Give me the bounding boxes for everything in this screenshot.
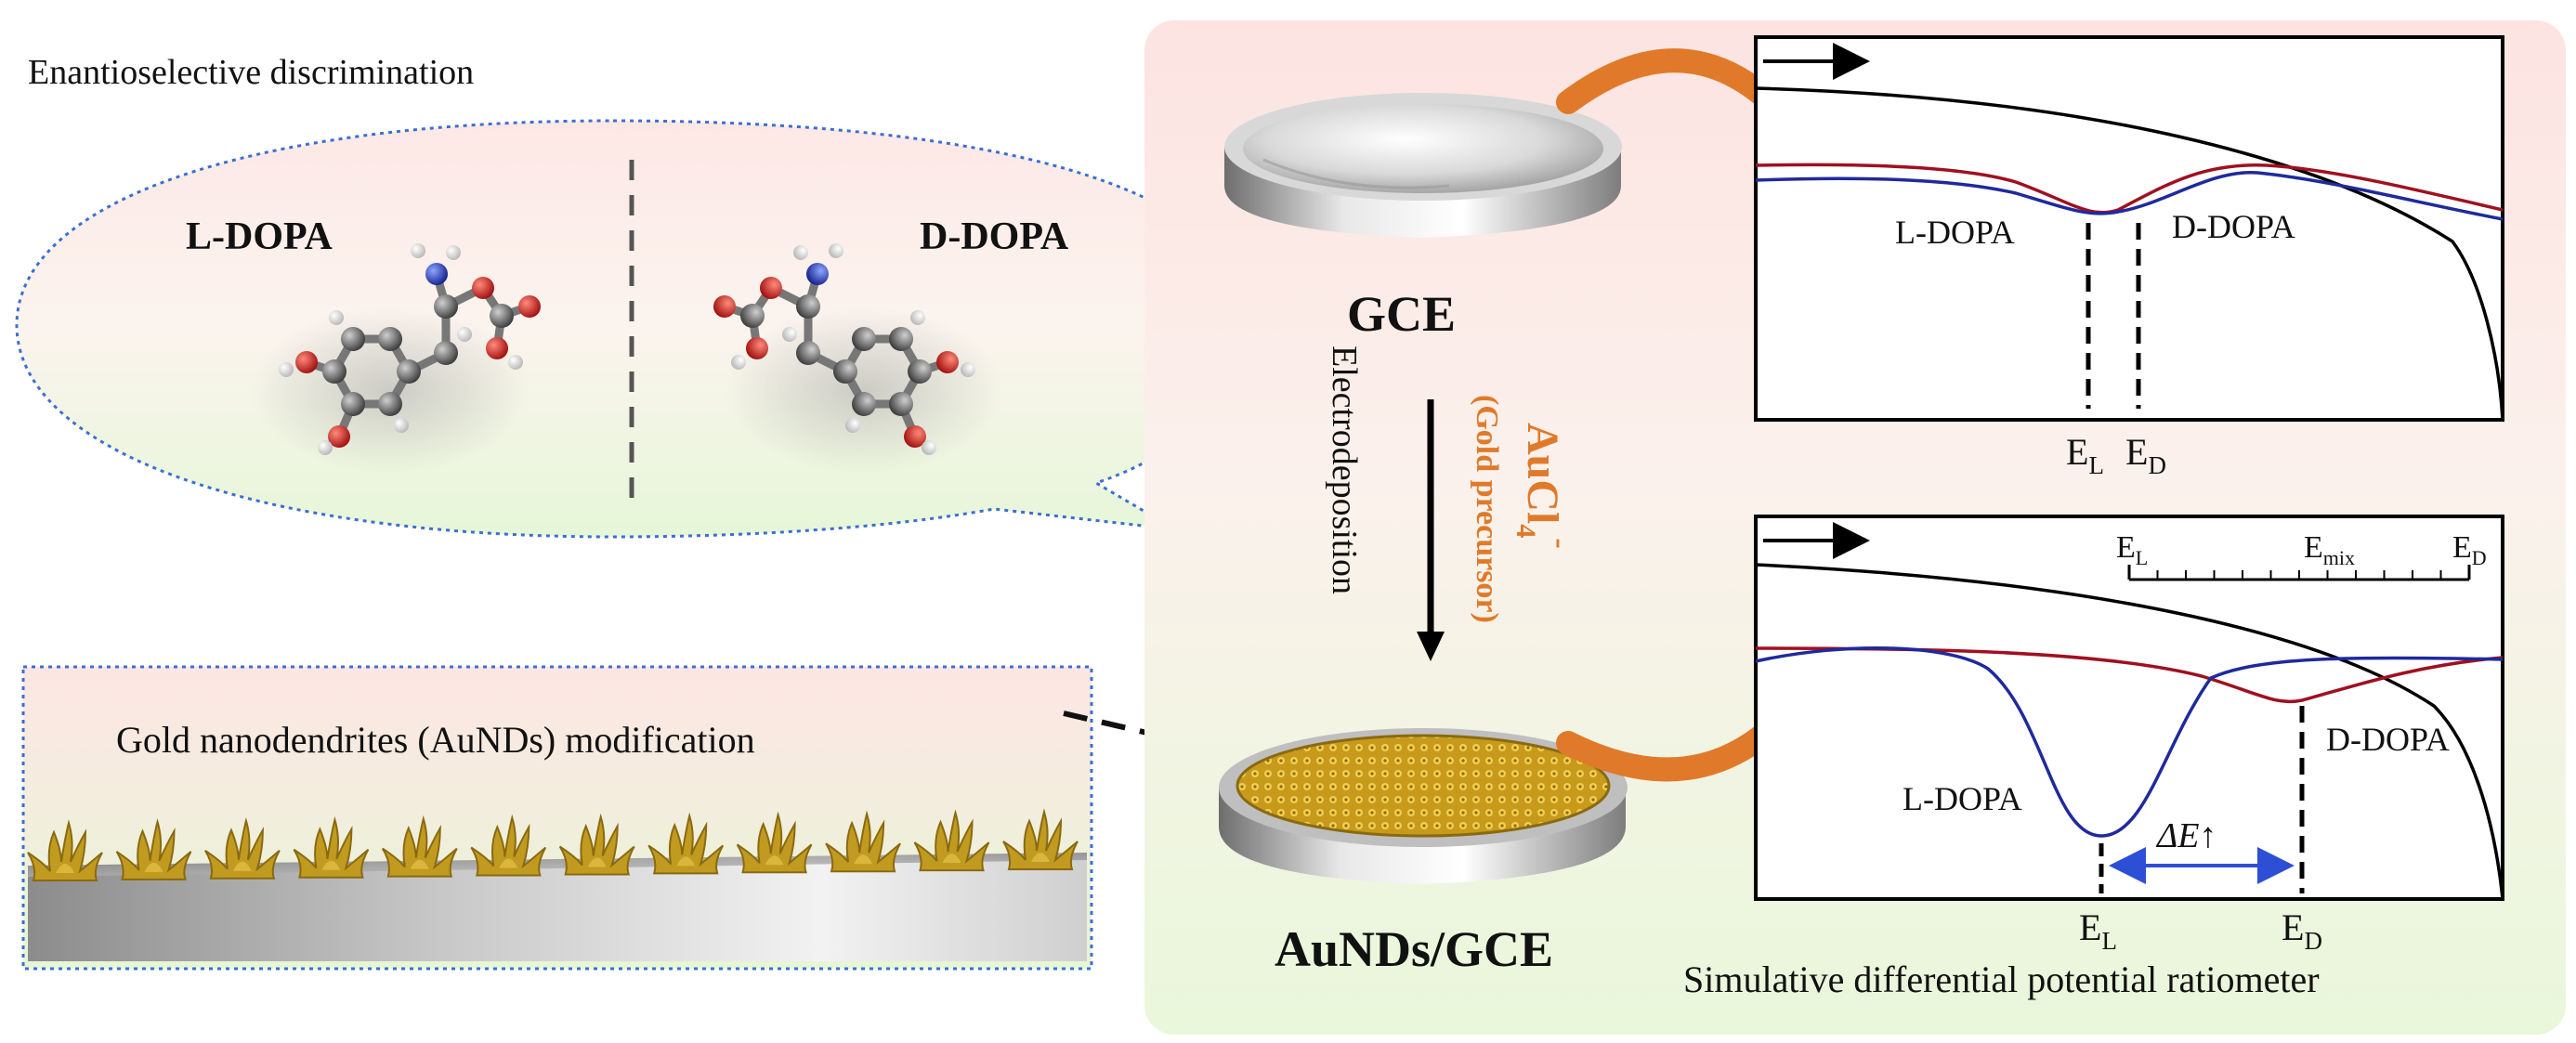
top-l-dopa-label: L-DOPA — [1895, 214, 2015, 251]
top-l-curve — [1755, 171, 2504, 221]
electrodeposition-label: Electrodeposition — [1325, 345, 1364, 594]
process-arrow-head — [1417, 632, 1445, 661]
reagent-formula: AuCl — [1518, 423, 1567, 524]
bottom-el-label: EL — [2079, 906, 2117, 955]
d-dopa-molecule-model — [713, 243, 1003, 474]
heading-text: Enantioselective discrimination — [28, 53, 474, 92]
top-d-dopa-label: D-DOPA — [2172, 208, 2295, 245]
substrate-slab — [28, 853, 1087, 961]
scale-el-label: EL — [2116, 530, 2148, 569]
svg-text:AuCl4-: AuCl4- — [1510, 423, 1577, 549]
reagent-superscript: - — [1543, 538, 1577, 548]
bottom-voltammogram-plot — [1754, 515, 2504, 901]
top-ed-label: ED — [2125, 431, 2166, 479]
aunds-gce-label: AuNDs/GCE — [1275, 921, 1553, 977]
bottom-l-dopa-label: L-DOPA — [1903, 780, 2022, 817]
bottom-plot-caption: Simulative differential potential ratiom… — [1683, 958, 2320, 1000]
modification-title: Gold nanodendrites (AuNDs) modification — [116, 719, 755, 761]
potential-scale-ruler — [2127, 565, 2471, 581]
bottom-l-curve — [1755, 646, 2504, 838]
aunds-gce-electrode — [1219, 728, 1628, 884]
top-background-curve — [1755, 86, 2504, 421]
l-dopa-bubble-label: L-DOPA — [186, 215, 333, 258]
top-el-label: EL — [2066, 431, 2104, 479]
reagent-label-group: AuCl4- — [1510, 423, 1577, 549]
gce-electrode — [1224, 93, 1622, 238]
scale-emix-label: Emix — [2304, 530, 2355, 569]
scale-ed-label: ED — [2452, 530, 2487, 569]
bottom-background-curve — [1755, 563, 2504, 900]
d-dopa-bubble-label: D-DOPA — [920, 215, 1069, 258]
bottom-d-dopa-label: D-DOPA — [2326, 721, 2450, 758]
bottom-ed-label: ED — [2282, 906, 2322, 955]
top-d-curve — [1755, 163, 2504, 215]
gce-label: GCE — [1347, 286, 1456, 342]
top-voltammogram-plot — [1754, 35, 2504, 422]
molecule-speech-bubble — [15, 119, 1247, 539]
reagent-subscript: 4 — [1510, 524, 1541, 538]
delta-e-label: ΔE↑ — [2155, 816, 2217, 855]
l-dopa-molecule-model — [251, 243, 541, 474]
reagent-note: (Gold precursor) — [1470, 395, 1504, 623]
aunds-modification-panel — [21, 665, 1093, 971]
